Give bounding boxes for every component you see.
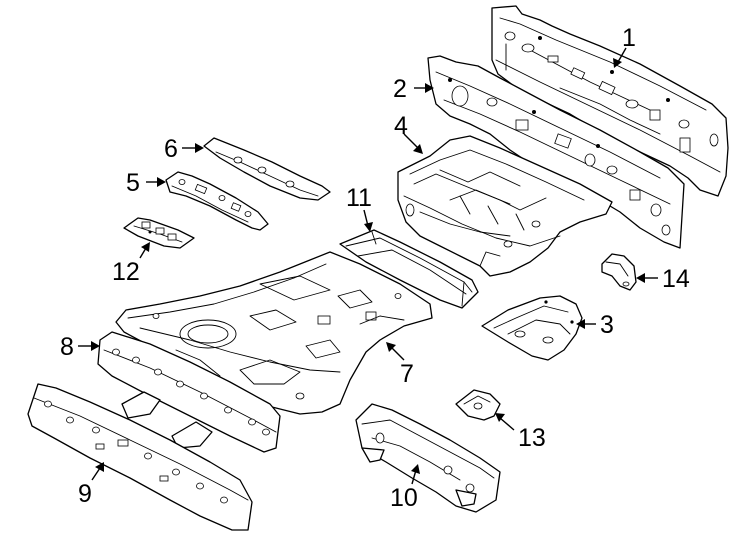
callout-9: 9 — [78, 480, 92, 508]
callout-3: 3 — [600, 311, 614, 339]
callout-6: 6 — [164, 135, 178, 163]
part-7-main-floor-pan — [115, 251, 433, 415]
callout-4: 4 — [394, 112, 408, 140]
part-1-rear-panel — [491, 5, 729, 197]
callout-1: 1 — [622, 24, 636, 52]
callout-11: 11 — [346, 184, 372, 212]
part-8-rail — [97, 331, 281, 453]
part-3-panel — [481, 295, 583, 361]
part-12-plate — [123, 217, 195, 249]
callout-7: 7 — [400, 360, 414, 388]
callout-10: 10 — [390, 484, 418, 512]
callout-8: 8 — [60, 333, 74, 361]
callout-5: 5 — [126, 169, 140, 197]
part-5-bracket — [165, 171, 269, 231]
callout-leaders — [78, 47, 658, 485]
part-9-side-rail — [27, 383, 253, 531]
callout-12: 12 — [112, 258, 140, 286]
part-10-lower-rail — [355, 403, 501, 513]
part-14-bracket — [601, 253, 637, 291]
part-6-bracket — [203, 137, 331, 201]
callout-2: 2 — [393, 75, 407, 103]
part-4-rear-floor-pan — [397, 135, 613, 277]
callout-14: 14 — [662, 265, 690, 293]
part-13-bracket — [455, 389, 501, 421]
callout-labels: 1 2 3 4 5 6 7 8 9 10 11 12 13 14 — [60, 24, 690, 512]
part-2-rear-crossmember — [427, 55, 685, 249]
part-11-crossmember — [339, 229, 479, 309]
callout-13: 13 — [518, 424, 546, 452]
